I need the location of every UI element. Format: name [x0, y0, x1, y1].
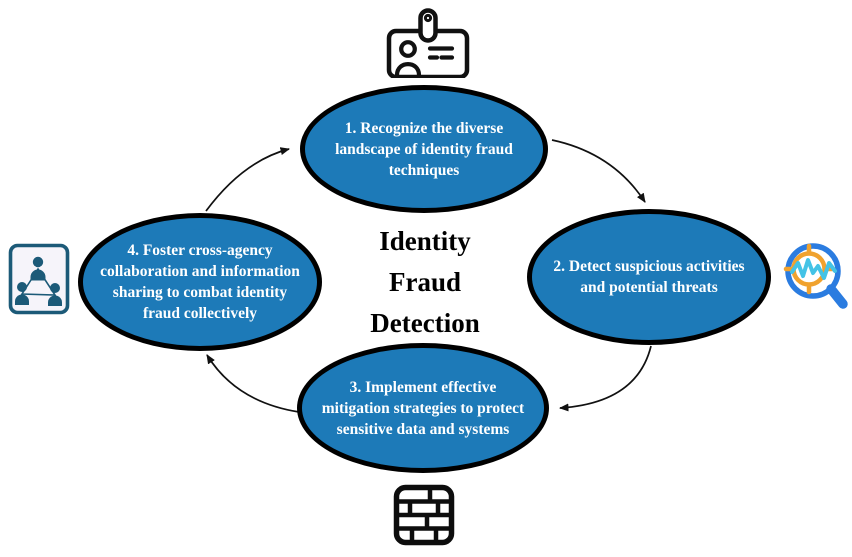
analysis-magnifier-icon	[783, 243, 848, 309]
firewall-brick-icon	[393, 484, 455, 546]
arrow-1-to-2	[551, 139, 646, 203]
node-recognize-label: 1. Recognize the diverse landscape of id…	[335, 119, 513, 179]
node-detect-threats: 2. Detect suspicious activities and pote…	[527, 209, 771, 345]
arrow-2-to-3	[559, 345, 652, 412]
node-mitigation-strategies: 3. Implement effective mitigation strate…	[297, 343, 549, 473]
arrow-3-to-4	[206, 354, 300, 413]
id-badge-icon	[386, 8, 470, 78]
diagram-title: Identity Fraud Detection	[325, 221, 525, 344]
node-recognize-techniques: 1. Recognize the diverse landscape of id…	[300, 85, 548, 213]
node-mitigation-label: 3. Implement effective mitigation strate…	[321, 378, 525, 438]
diagram-title-line-1: Identity	[379, 226, 471, 256]
node-cross-agency-collaboration: 4. Foster cross-agency collaboration and…	[78, 213, 322, 351]
diagram-title-line-2: Fraud	[388, 267, 461, 297]
arrow-4-to-1	[205, 147, 290, 212]
diagram-title-line-3: Detection	[370, 308, 480, 338]
node-collaboration-label: 4. Foster cross-agency collaboration and…	[100, 242, 300, 322]
collaboration-network-icon	[8, 243, 70, 315]
node-detect-label: 2. Detect suspicious activities and pote…	[553, 258, 745, 296]
